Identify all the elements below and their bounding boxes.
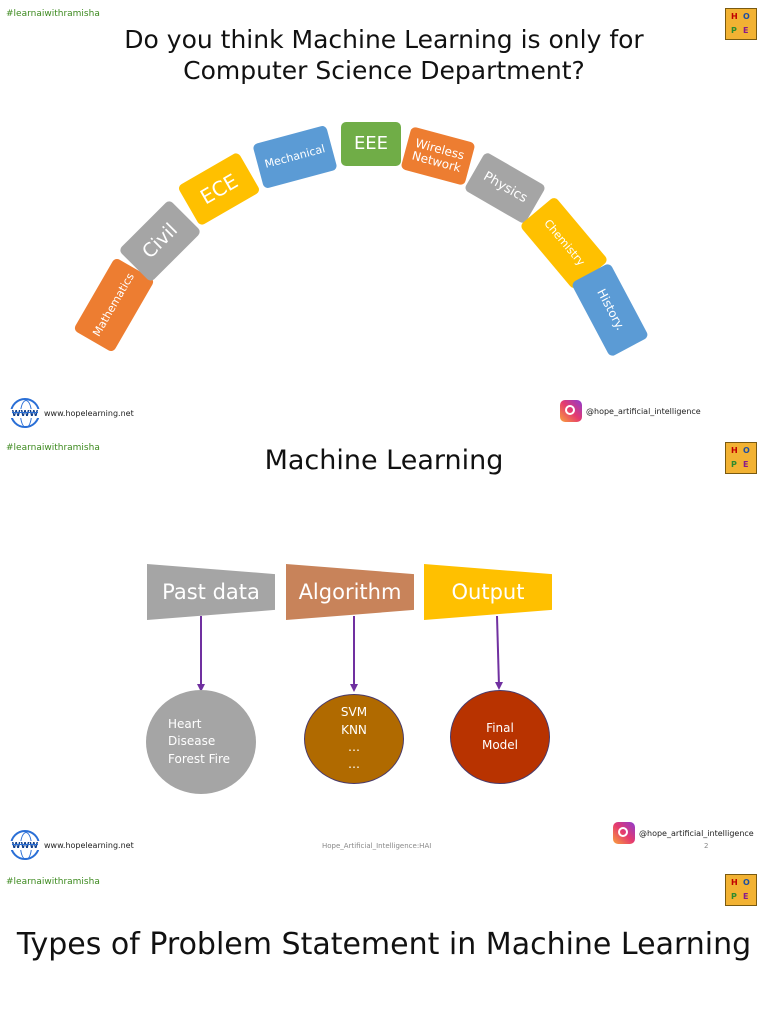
circle-past-data: Heart Disease Forest Fire bbox=[146, 690, 256, 794]
logo-letter-h: H bbox=[731, 12, 738, 21]
title-line-1: Do you think Machine Learning is only fo… bbox=[124, 25, 644, 54]
circle-algorithm: SVM KNN … … bbox=[304, 694, 404, 784]
logo-letter-p: P bbox=[731, 892, 737, 901]
dept-wireless-network: Wireless Network bbox=[400, 126, 476, 186]
flow-past-data: Past data bbox=[147, 564, 275, 620]
flow-output: Output bbox=[424, 564, 552, 620]
dept-ece: ECE bbox=[177, 151, 261, 227]
arrow-output bbox=[496, 615, 500, 687]
logo-letter-e: E bbox=[743, 892, 749, 901]
dept-history: History. bbox=[570, 262, 650, 358]
footer-center-text: Hope_Artificial_Intelligence:HAI bbox=[322, 842, 432, 850]
page-title: Machine Learning bbox=[264, 445, 504, 476]
instagram-icon[interactable] bbox=[560, 400, 582, 422]
logo-letter-p: P bbox=[731, 460, 737, 469]
slide-3: #learnaiwithramisha Types of Problem Sta… bbox=[0, 868, 768, 1024]
circle-output: Final Model bbox=[450, 690, 550, 784]
logo-letter-e: E bbox=[743, 26, 749, 35]
slide-2: #learnaiwithramisha Machine Learning H O… bbox=[0, 434, 768, 866]
logo-letter-o: O bbox=[743, 12, 750, 21]
logo-letter-e: E bbox=[743, 460, 749, 469]
hope-logo: H O P E bbox=[725, 442, 757, 474]
page-number: 2 bbox=[704, 842, 709, 850]
page-title: Do you think Machine Learning is only fo… bbox=[0, 24, 768, 87]
instagram-block: @hope_artificial_intelligence bbox=[560, 400, 701, 422]
website-block: WWW www.hopelearning.net bbox=[9, 830, 134, 860]
instagram-handle[interactable]: @hope_artificial_intelligence bbox=[639, 828, 754, 838]
logo-letter-h: H bbox=[731, 446, 738, 455]
logo-letter-p: P bbox=[731, 26, 737, 35]
instagram-icon[interactable] bbox=[613, 822, 635, 844]
globe-icon: WWW bbox=[9, 398, 41, 428]
instagram-block: @hope_artificial_intelligence bbox=[613, 822, 754, 844]
website-link[interactable]: www.hopelearning.net bbox=[44, 840, 134, 850]
dept-mechanical: Mechanical bbox=[252, 124, 338, 190]
instagram-handle[interactable]: @hope_artificial_intelligence bbox=[586, 406, 701, 416]
logo-letter-o: O bbox=[743, 446, 750, 455]
title-line-2: Computer Science Department? bbox=[183, 56, 585, 86]
dept-eee: EEE bbox=[341, 122, 401, 166]
slide-1: #learnaiwithramisha Do you think Machine… bbox=[0, 0, 768, 432]
globe-icon: WWW bbox=[9, 830, 41, 860]
hashtag: #learnaiwithramisha bbox=[6, 877, 100, 887]
website-block: WWW www.hopelearning.net bbox=[9, 398, 134, 428]
website-link[interactable]: www.hopelearning.net bbox=[44, 408, 134, 418]
arrows bbox=[197, 615, 503, 692]
hashtag: #learnaiwithramisha bbox=[6, 9, 100, 19]
hashtag: #learnaiwithramisha bbox=[6, 443, 100, 453]
page-title: Types of Problem Statement in Machine Le… bbox=[16, 927, 752, 962]
logo-letter-o: O bbox=[743, 878, 750, 887]
hope-logo: H O P E bbox=[725, 8, 757, 40]
logo-letter-h: H bbox=[731, 878, 738, 887]
hope-logo: H O P E bbox=[725, 874, 757, 906]
flow-algorithm: Algorithm bbox=[286, 564, 414, 620]
